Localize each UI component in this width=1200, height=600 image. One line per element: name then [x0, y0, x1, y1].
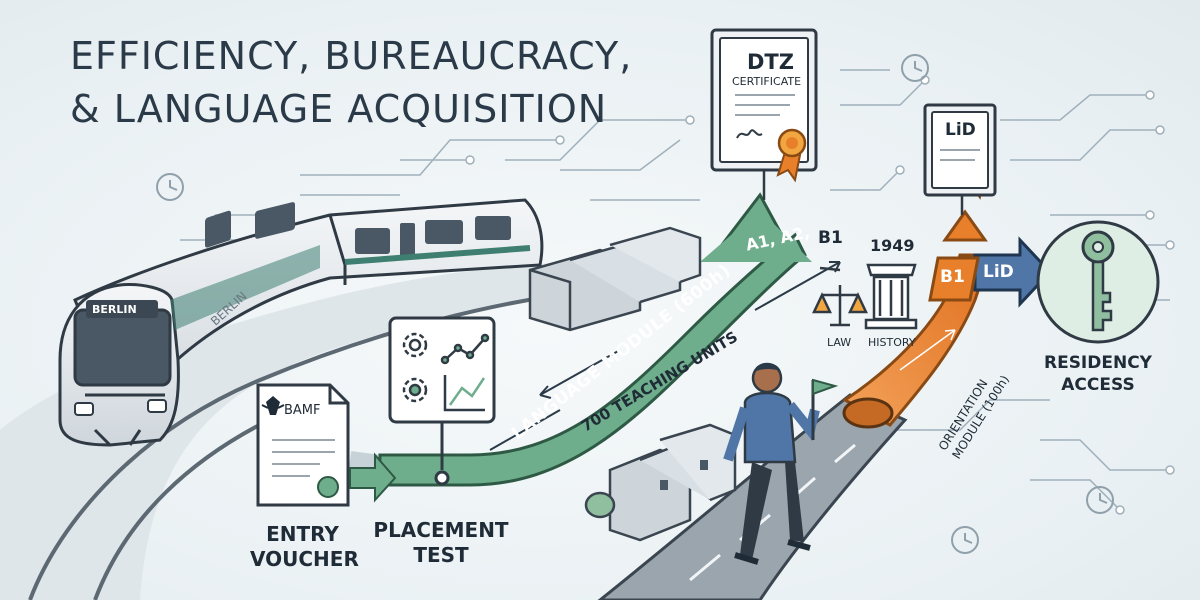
b1-tile: [928, 256, 980, 302]
title-line-2: & LANGUAGE ACQUISITION: [70, 87, 608, 131]
flag-icon: [811, 378, 839, 440]
clock-icon: [156, 54, 1114, 554]
language-target-level: B1: [818, 228, 843, 248]
entry-voucher-line-2: VOUCHER: [250, 547, 359, 571]
buildings-bottom: [584, 423, 737, 542]
arrow-up-icon: [944, 329, 956, 341]
teaching-units-line: [539, 261, 841, 399]
teaching-units-line-lower: [489, 409, 561, 451]
residency-line-1: RESIDENCY: [1043, 353, 1152, 373]
key-icon: [1036, 220, 1160, 344]
bamf-header: BAMF: [284, 403, 321, 418]
lid-arrow: [973, 236, 1053, 308]
train-front-sign: BERLIN: [92, 303, 137, 316]
residency-line-2: ACCESS: [1061, 375, 1135, 395]
entry-voucher-label: ENTRY VOUCHER: [250, 522, 359, 572]
language-module-path: [378, 192, 812, 487]
page-title: EFFICIENCY, BUREAUCRACY, & LANGUAGE ACQU…: [70, 30, 632, 136]
dtz-title: DTZ: [747, 50, 794, 74]
line-chart-icon: [440, 333, 490, 412]
orientation-lid: LiD: [983, 262, 1014, 282]
placement-test-line-1: PLACEMENT: [373, 518, 509, 542]
person: [723, 362, 820, 565]
entry-voucher-line-1: ENTRY: [266, 522, 339, 546]
buildings-top: [528, 226, 702, 332]
bamf-document: [256, 383, 350, 507]
lid-certificate: [923, 103, 997, 215]
residency-label: RESIDENCY ACCESS: [1030, 352, 1166, 396]
title-line-1: EFFICIENCY, BUREAUCRACY,: [70, 34, 633, 78]
placement-test-label: PLACEMENT TEST: [370, 518, 512, 568]
lid-certificate-title: LiD: [945, 120, 976, 140]
law-label: LAW: [827, 336, 852, 349]
column-icon: [864, 263, 918, 330]
placement-test-line-2: TEST: [413, 543, 469, 567]
voucher-arrow: [349, 452, 397, 503]
orientation-b1: B1: [940, 267, 965, 287]
history-label: HISTORY: [868, 336, 916, 349]
train: [58, 198, 544, 447]
scales-icon: [812, 266, 868, 327]
dtz-subtitle: CERTIFICATE: [732, 75, 802, 88]
bamf-eagle-icon: [261, 396, 285, 415]
gear-icon: [402, 332, 428, 403]
history-year: 1949: [870, 236, 915, 255]
